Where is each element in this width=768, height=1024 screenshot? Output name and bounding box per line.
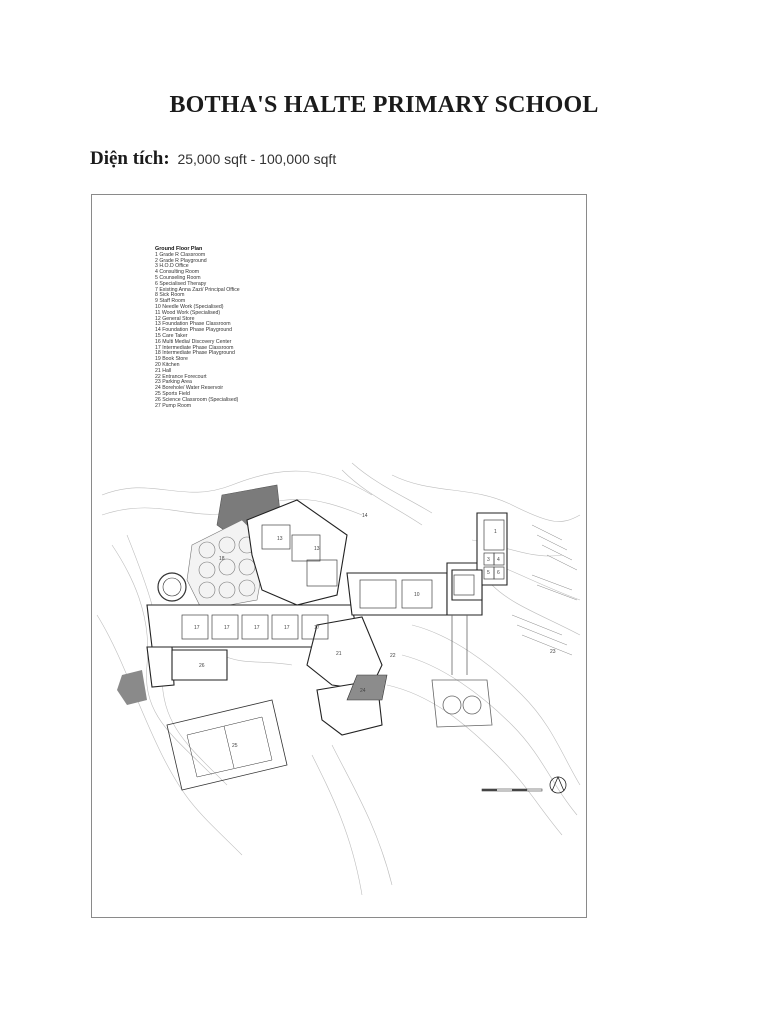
legend-item: 17 Intermediate Phase Classroom — [155, 344, 234, 351]
page-title: BOTHA'S HALTE PRIMARY SCHOOL — [169, 92, 599, 118]
legend-item: 16 Multi Media/ Discovery Center — [155, 338, 232, 345]
legend-item: 12 General Store — [155, 315, 195, 322]
legend-item: 25 Sports Field — [155, 390, 190, 397]
room-number-label: 17 — [284, 625, 290, 631]
room-number-label: 21 — [336, 651, 342, 657]
room-number-label: 4 — [497, 557, 500, 563]
terrain-hatch — [511, 524, 578, 656]
north-arrow-icon — [549, 775, 567, 794]
legend-item: 6 Specialised Therapy — [155, 280, 207, 287]
room-number-label: 17 — [194, 625, 200, 631]
legend-item: 14 Foundation Phase Playground — [155, 327, 233, 334]
legend-item: 8 Sick Room — [155, 292, 185, 299]
room-number-label: 6 — [497, 570, 500, 576]
legend-item: 5 Counseling Room — [155, 274, 201, 281]
legend-item: 23 Parking Area — [155, 379, 192, 386]
dark-mound — [117, 670, 147, 705]
legend-item: 27 Pump Room — [155, 402, 192, 409]
room-number-label: 24 — [360, 688, 366, 694]
school-building — [146, 499, 508, 736]
area-label: Diện tích: — [90, 148, 170, 169]
room-number-label: 13 — [314, 546, 320, 552]
legend-title: Ground Floor Plan — [155, 246, 203, 252]
legend-item: 20 Kitchen — [155, 361, 180, 368]
room-number-label: 23 — [550, 649, 556, 655]
legend-item: 4 Consulting Room — [155, 269, 200, 276]
room-number-label: 13 — [277, 536, 283, 542]
room-number-label: 3 — [487, 557, 490, 563]
area-line: Diện tích: 25,000 sqft - 100,000 sqft — [90, 148, 336, 171]
legend-item: 18 Intermediate Phase Playground — [155, 350, 235, 357]
room-number-label: 1 — [494, 529, 497, 535]
legend-item: 9 Staff Room — [155, 298, 186, 305]
legend-item: 7 Existing Anna Zazi/ Principal Office — [155, 286, 240, 293]
room-number-label: 17 — [254, 625, 260, 631]
legend-item: 2 Grade R Playground — [155, 257, 207, 264]
legend-item: 24 Borehole/ Water Reservoir — [155, 385, 224, 392]
reservoir-24 — [346, 674, 388, 701]
classroom-divisions — [181, 519, 505, 640]
room-number-label: 17 — [224, 625, 230, 631]
legend-item: 3 H.O.D Office — [155, 263, 189, 270]
scale-bar — [481, 788, 543, 792]
legend-item: 13 Foundation Phase Classroom — [155, 321, 231, 328]
legend-item: 21 Hall — [155, 367, 172, 374]
room-number-label: 25 — [232, 743, 238, 749]
room-number-label: 26 — [199, 663, 205, 669]
legend-item: 10 Needle Work (Specialised) — [155, 303, 224, 310]
entrance-road — [431, 615, 493, 728]
legend-item: 19 Book Store — [155, 356, 188, 363]
legend-item: 1 Grade R Classroom — [155, 251, 206, 258]
legend-item: 11 Wood Work (Specialised) — [155, 309, 221, 316]
sports-field — [166, 699, 288, 791]
room-number-label: 5 — [487, 570, 490, 576]
legend-item: 15 Care Taker — [155, 332, 188, 339]
room-number-label: 22 — [390, 653, 396, 659]
pump-room-tank — [157, 572, 187, 602]
legend-item: 22 Entrance Forecourt — [155, 373, 207, 380]
room-number-label: 14 — [362, 513, 368, 519]
room-number-label: 17 — [314, 625, 320, 631]
room-number-label: 10 — [414, 592, 420, 598]
area-value: 25,000 sqft - 100,000 sqft — [177, 151, 337, 167]
room-number-label: 18 — [219, 556, 225, 562]
legend-item: 26 Science Classroom (Specialised) — [155, 396, 239, 403]
